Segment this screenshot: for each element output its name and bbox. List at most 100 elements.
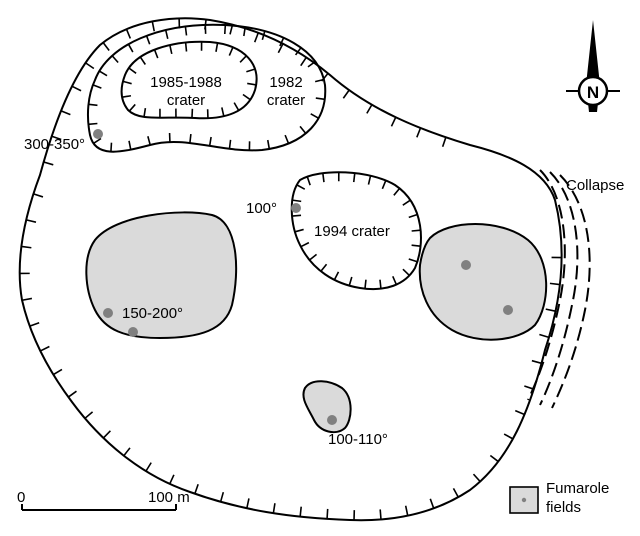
hachure-tick [143,107,147,118]
hachure-tick [84,411,94,419]
fumarole-field-south [302,380,352,434]
hachure-tick [292,199,302,203]
hachure-tick [52,368,63,376]
collapse-scarps [527,169,591,409]
hachure-tick [229,24,234,35]
hachure-tick [294,47,302,56]
hachure-tick [85,62,95,70]
hachure-tick [402,199,411,206]
hachure-tick [128,140,132,150]
hachure-tick [402,268,410,277]
hachure-tick [261,30,266,41]
hachure-tick [429,498,435,509]
hachure-tick [247,82,257,86]
hachure-tick [43,161,54,166]
hachure-tick [306,176,311,186]
hachure-tick [296,184,306,190]
hachure-tick [300,241,310,248]
label-temp-100: 100° [246,200,277,217]
hachure-tick [411,229,421,232]
hachure-tick [128,67,137,74]
vent-east-a [461,260,471,270]
hachure-tick [93,137,102,145]
hachure-tick [352,173,356,183]
hachure-tick [21,245,32,249]
hachure-tick [284,134,290,144]
hachure-tick [40,345,50,352]
hachure-tick [342,89,350,99]
label-collapse: Collapse [566,177,624,194]
scale-bar: 0 100 m [17,489,190,511]
hachure-tick [266,139,271,150]
hachure-tick [151,21,156,32]
hachure-tick [408,258,418,263]
hachure-tick [102,42,110,51]
hachure-tick [92,84,102,89]
hachure-tick [277,43,284,54]
hachure-tick [111,55,119,64]
label-crater-1982-line1: 1982 [269,74,302,91]
hachure-tick [514,409,525,416]
hachure-tick [228,46,234,56]
label-temp-100-110: 100-110° [328,431,388,448]
hachure-tick [169,44,173,55]
label-temp-300-350: 300-350° [24,136,85,153]
hachure-tick [239,55,247,63]
hachure-tick [531,359,542,365]
hachure-tick [242,93,251,101]
hachure-tick [549,282,560,286]
hachure-tick [88,122,98,126]
hachure-tick [33,193,44,198]
hachure-tick [314,78,325,83]
vent-100-110 [327,415,337,425]
legend-line2: fields [546,499,581,516]
vent-150-200-b [128,327,138,337]
label-crater-1985-line1: 1985-1988 [150,74,222,91]
hachure-tick [184,26,188,36]
hachure-tick [128,103,136,112]
hachure-tick [299,506,302,517]
vent-150-200-a [103,308,113,318]
hachure-tick [26,219,37,223]
hachure-tick [219,491,225,502]
hachure-tick [367,175,372,185]
hachure-tick [393,187,401,196]
north-arrow-icon: N [566,20,620,112]
hachure-tick [310,113,319,119]
fumarole-field-east [418,223,548,341]
hachure-tick [145,462,152,472]
hachure-tick [215,42,219,52]
hachure-tick [309,253,318,261]
hachure-tick [60,110,71,116]
hachure-tick [489,454,499,463]
hachure-tick [168,474,175,485]
hachure-tick [246,68,256,73]
hachure-tick [221,107,225,117]
hachure-tick [315,97,325,101]
north-arrow-letter: N [587,83,599,102]
hachure-tick [139,56,146,65]
scale-bar-start: 0 [17,489,25,506]
hachure-tick [411,244,421,247]
hachure-tick [503,433,514,440]
vent-100 [291,203,301,213]
hachure-tick [164,29,169,39]
hachure-tick [208,136,212,147]
hachure-tick [390,116,397,127]
hachure-tick [121,94,132,99]
hachure-tick [189,133,192,144]
hachure-tick [122,80,132,85]
hachure-tick [379,509,382,520]
hachure-tick [88,103,98,107]
hachure-tick [51,135,62,141]
legend-vent-icon [521,497,527,503]
hachure-tick [184,42,188,52]
hachure-tick [279,37,285,47]
hachure-tick [416,127,422,138]
hachure-tick [246,498,250,509]
hachure-tick [194,484,199,494]
hachure-tick [294,228,304,233]
hachure-tick [333,271,340,281]
hachure-tick [320,263,328,272]
